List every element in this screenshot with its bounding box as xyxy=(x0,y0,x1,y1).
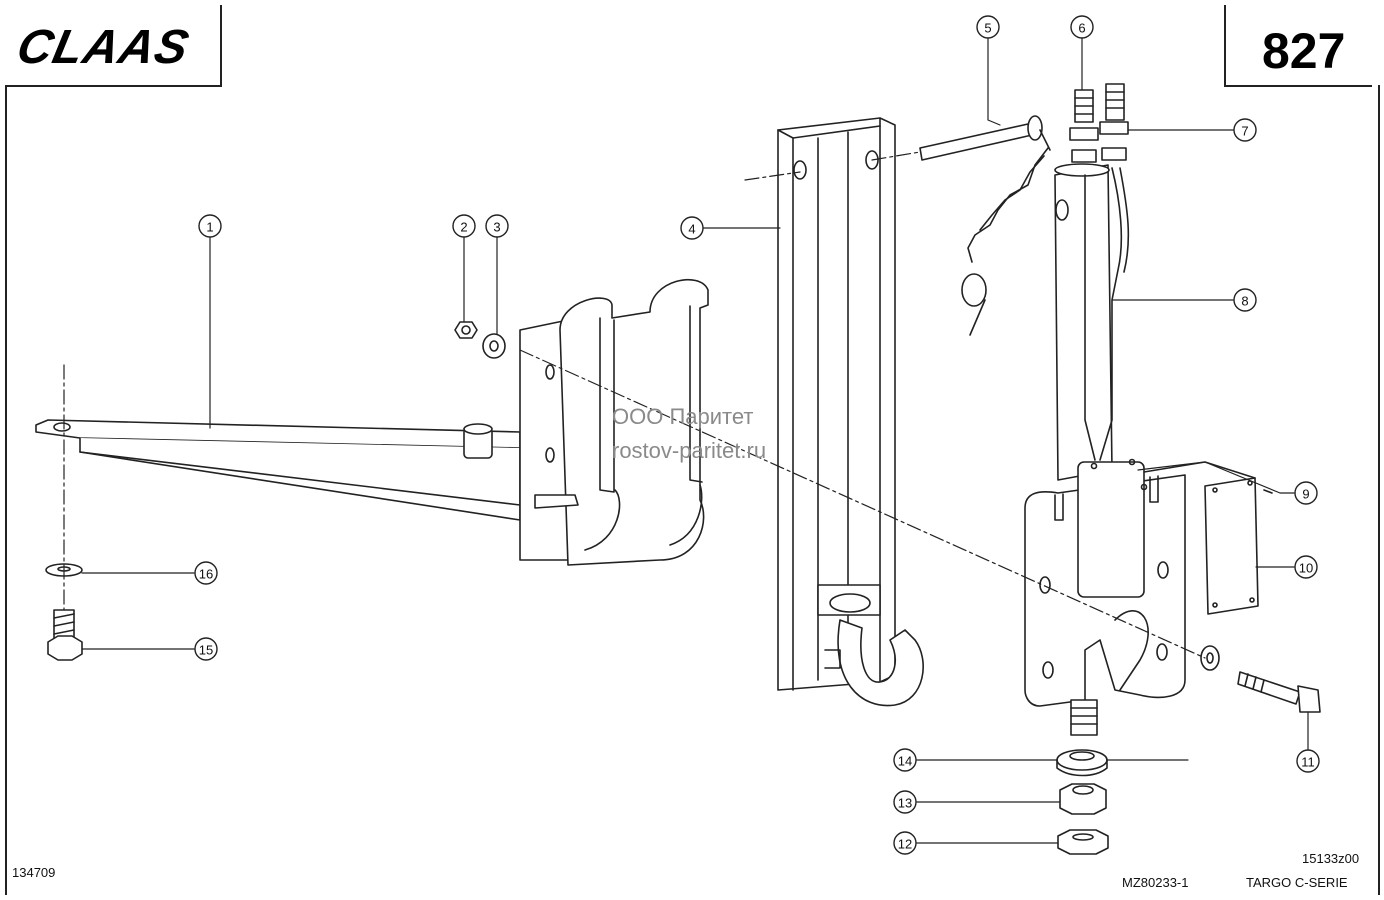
part-fork-bracket xyxy=(35,278,709,566)
alignment-lines xyxy=(63,151,1206,659)
callout-6-circle xyxy=(1070,15,1094,39)
watermark-url: rostov-paritet.ru xyxy=(612,438,767,463)
part-lock-pin xyxy=(919,115,1051,336)
callout-10: 10 xyxy=(1299,561,1313,576)
callout-14: 14 xyxy=(898,754,912,769)
watermark-company: ООО Паритет xyxy=(612,404,754,429)
part-channel xyxy=(777,117,924,707)
callout-11: 11 xyxy=(1301,755,1315,770)
callout-4-circle xyxy=(680,216,704,240)
header-frame-right xyxy=(1224,5,1372,87)
footer-left-code: 134709 xyxy=(12,865,56,880)
callout-4: 4 xyxy=(688,222,695,237)
callout-7-circle xyxy=(1233,118,1257,142)
callout-9: 9 xyxy=(1302,487,1309,502)
callout-8-circle xyxy=(1233,288,1257,312)
part-hydraulic-tube xyxy=(1054,83,1130,481)
callout-6: 6 xyxy=(1078,21,1085,36)
part-nuts xyxy=(1056,749,1109,855)
callout-12: 12 xyxy=(898,837,912,852)
callout-15: 15 xyxy=(199,643,213,658)
part-nut-washer-small xyxy=(454,321,506,359)
callout-12-circle xyxy=(893,831,917,855)
callout-13-circle xyxy=(893,790,917,814)
part-bolt-long xyxy=(1200,645,1321,713)
frame-left-border xyxy=(5,85,7,895)
callout-14-circle xyxy=(893,748,917,772)
callout-11-circle xyxy=(1296,749,1320,773)
frame-right-border xyxy=(1378,85,1380,895)
watermark: ООО Паритет rostov-paritet.ru xyxy=(612,400,766,468)
callout-1: 1 xyxy=(206,220,213,235)
page-number: 827 xyxy=(1262,23,1346,79)
callout-2: 2 xyxy=(460,220,467,235)
callout-16: 16 xyxy=(199,567,213,582)
footer-drawing-code: MZ80233-1 xyxy=(1122,875,1189,890)
callout-7: 7 xyxy=(1241,124,1248,139)
footer-model: TARGO C-SERIE xyxy=(1246,875,1348,890)
callout-16-circle xyxy=(194,561,218,585)
callout-3-circle xyxy=(485,214,509,238)
callout-5: 5 xyxy=(984,21,991,36)
leader-lines xyxy=(81,37,1309,844)
callout-1-circle xyxy=(198,214,222,238)
callout-markers xyxy=(194,15,1320,855)
footer-ref-code: 15133z00 xyxy=(1302,851,1360,866)
header-frame-left xyxy=(5,5,222,87)
callout-5-circle xyxy=(976,15,1000,39)
callout-3: 3 xyxy=(493,220,500,235)
part-clamp-plate xyxy=(1024,458,1273,736)
callout-8: 8 xyxy=(1241,294,1248,309)
callout-10-circle xyxy=(1294,555,1318,579)
callout-9-circle xyxy=(1294,481,1318,505)
callout-13: 13 xyxy=(898,796,912,811)
callout-2-circle xyxy=(452,214,476,238)
callout-15-circle xyxy=(194,637,218,661)
